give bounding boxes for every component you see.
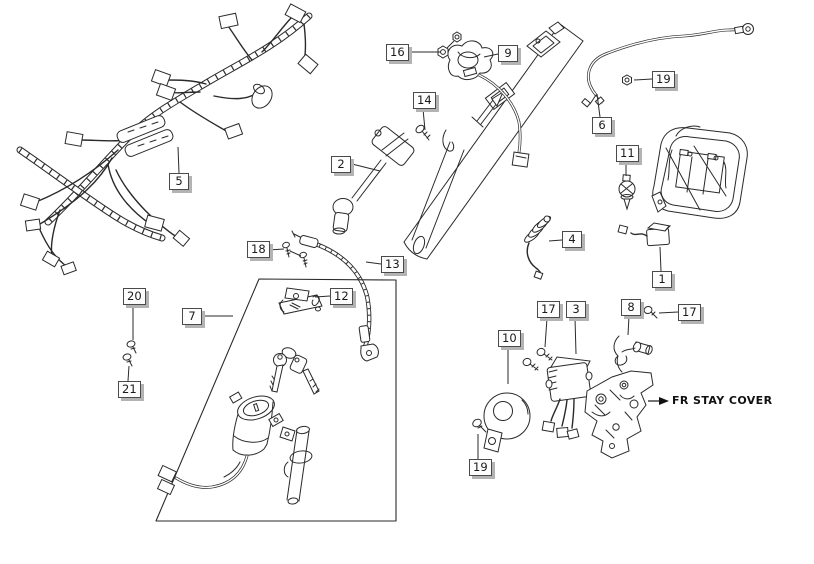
combination-switch-drawing — [156, 391, 284, 496]
frame-pipe-drawing — [403, 21, 584, 260]
horn-drawing — [472, 392, 531, 453]
plug-cap-4-drawing — [524, 215, 552, 280]
fr-stay-cover-bracket-drawing — [584, 370, 654, 459]
wiring-harness-drawing — [16, 3, 319, 276]
condenser-11-drawing — [618, 174, 636, 211]
steering-lock-drawing — [279, 425, 313, 505]
part-callout-1310: 13 — [381, 256, 404, 273]
ignition-coil-drawing — [332, 126, 415, 235]
bracket-8-drawing — [613, 335, 653, 373]
part-callout-318: 3 — [566, 301, 586, 318]
regulator-drawing — [541, 356, 593, 440]
lock-cable-13-drawing — [291, 230, 379, 362]
part-callout-1720: 17 — [678, 304, 701, 321]
part-callout-1921: 19 — [469, 459, 492, 476]
part-callout-195: 19 — [652, 71, 675, 88]
relay-1-drawing — [617, 222, 672, 247]
key-set-drawing — [269, 347, 320, 395]
direction-arrow — [471, 90, 505, 128]
part-callout-189: 18 — [247, 241, 270, 258]
ground-cable-drawing — [581, 23, 754, 108]
bolt-14-drawing — [415, 124, 431, 141]
main-switch-base-drawing — [447, 40, 530, 168]
part-callout-142: 14 — [413, 92, 436, 109]
part-callout-23: 2 — [331, 156, 351, 173]
part-callout-91: 9 — [498, 45, 518, 62]
part-callout-1717: 17 — [537, 301, 560, 318]
fr-stay-cover-label: FR STAY COVER — [672, 394, 773, 407]
part-callout-2013: 20 — [123, 288, 146, 305]
fr-stay-cover-arrow — [648, 397, 669, 405]
part-callout-415: 4 — [562, 231, 582, 248]
screws-20-21-drawing — [122, 340, 137, 367]
leader-lines — [127, 51, 679, 459]
part-callout-18: 1 — [652, 271, 672, 288]
part-callout-712: 7 — [182, 308, 202, 325]
part-callout-819: 8 — [621, 299, 641, 316]
part-callout-1211: 12 — [330, 288, 353, 305]
part-callout-1016: 10 — [498, 330, 521, 347]
screws-18-drawing — [282, 241, 308, 268]
nuts-16-drawing — [437, 31, 462, 59]
bolts-17-drawing — [522, 305, 658, 371]
part-callout-54: 5 — [169, 173, 189, 190]
part-callout-117: 11 — [616, 145, 639, 162]
part-callout-160: 16 — [386, 44, 409, 61]
part-callout-66: 6 — [592, 117, 612, 134]
battery-box-drawing — [651, 125, 748, 219]
lock-set-boundary — [155, 278, 397, 522]
part-callout-2114: 21 — [118, 381, 141, 398]
seat-latch-12-drawing — [278, 287, 323, 315]
